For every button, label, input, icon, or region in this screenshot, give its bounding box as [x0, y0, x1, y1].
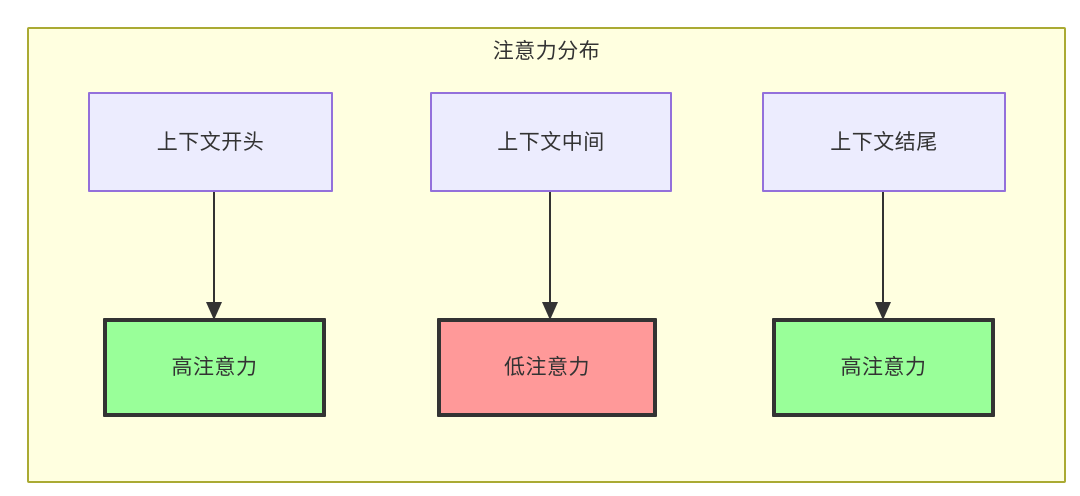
- node-context-end-label: 上下文结尾: [830, 130, 938, 154]
- node-context-start-label: 上下文开头: [156, 130, 265, 154]
- edge-context-end-to-high-attention: [875, 192, 891, 320]
- subgraph-title: 注意力分布: [492, 40, 601, 63]
- node-context-start[interactable]: 上下文开头: [88, 92, 333, 192]
- node-attention-middle[interactable]: 低注意力: [437, 318, 657, 417]
- node-attention-start-label: 高注意力: [171, 356, 258, 379]
- node-attention-end-label: 高注意力: [840, 356, 927, 379]
- node-context-end[interactable]: 上下文结尾: [762, 92, 1006, 192]
- node-attention-start[interactable]: 高注意力: [103, 318, 326, 417]
- node-attention-end[interactable]: 高注意力: [772, 318, 995, 417]
- node-attention-middle-label: 低注意力: [504, 356, 590, 379]
- edge-context-middle-to-low-attention: [542, 192, 558, 320]
- node-context-middle-label: 上下文中间: [497, 130, 605, 154]
- edge-context-start-to-high-attention: [206, 192, 222, 320]
- node-context-middle[interactable]: 上下文中间: [430, 92, 672, 192]
